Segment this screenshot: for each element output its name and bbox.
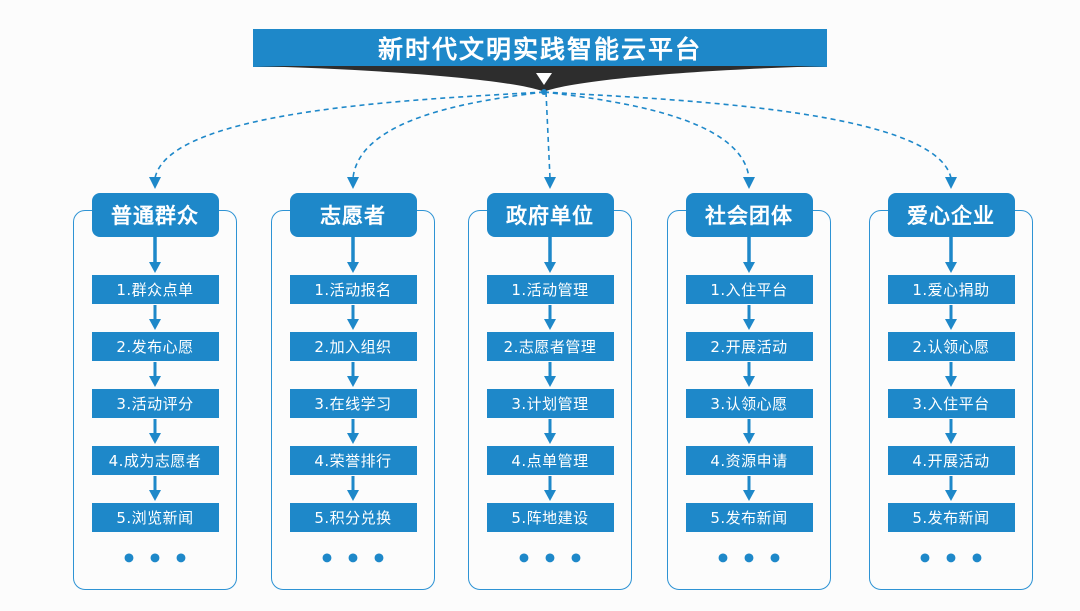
- column-social-organizations: 社会团体 1.入住平台 2.开展活动 3.认领心愿 4.资源申请 5.发布新闻 …: [667, 193, 831, 590]
- column-header: 社会团体: [685, 193, 813, 237]
- step-box: 5.积分兑换: [289, 503, 417, 532]
- connector-arrowhead-3: [544, 177, 556, 189]
- down-arrow-icon: [945, 419, 957, 444]
- platform-title: 新时代文明实践智能云平台: [377, 35, 702, 64]
- connector-arrowhead-4: [743, 177, 755, 189]
- step-box: 5.浏览新闻: [91, 503, 219, 532]
- more-steps-ellipsis: •••: [319, 544, 397, 573]
- down-arrow-icon: [544, 476, 556, 501]
- down-arrow-icon: [149, 476, 161, 501]
- step-box: 4.荣誉排行: [289, 446, 417, 475]
- step-box: 2.开展活动: [685, 332, 813, 361]
- down-arrow-icon: [945, 362, 957, 387]
- step-box: 2.志愿者管理: [486, 332, 614, 361]
- down-arrow-icon: [347, 237, 359, 273]
- column-header: 爱心企业: [887, 193, 1015, 237]
- down-arrow-icon: [149, 305, 161, 330]
- platform-title-banner: 新时代文明实践智能云平台: [253, 29, 827, 67]
- step-box: 4.点单管理: [486, 446, 614, 475]
- column-header: 普通群众: [91, 193, 219, 237]
- step-box: 2.发布心愿: [91, 332, 219, 361]
- step-box: 4.成为志愿者: [91, 446, 219, 475]
- down-arrow-icon: [544, 237, 556, 273]
- step-box: 1.群众点单: [91, 275, 219, 304]
- step-box: 4.开展活动: [887, 446, 1015, 475]
- step-box: 1.入住平台: [685, 275, 813, 304]
- column-header: 志愿者: [289, 193, 417, 237]
- down-arrow-icon: [743, 476, 755, 501]
- more-steps-ellipsis: •••: [121, 544, 199, 573]
- step-box: 3.认领心愿: [685, 389, 813, 418]
- step-box: 5.阵地建设: [486, 503, 614, 532]
- down-arrow-icon: [945, 237, 957, 273]
- step-box: 2.加入组织: [289, 332, 417, 361]
- connector-hub: [541, 89, 547, 95]
- connector-arrowhead-2: [347, 177, 359, 189]
- down-arrow-icon: [347, 362, 359, 387]
- down-arrow-icon: [544, 305, 556, 330]
- down-arrow-icon: [347, 419, 359, 444]
- funnel-down-arrow-icon: [536, 73, 552, 85]
- connector-line-2: [352, 91, 545, 179]
- column-ordinary-public: 普通群众 1.群众点单 2.发布心愿 3.活动评分 4.成为志愿者 5.浏览新闻…: [73, 193, 237, 590]
- funnel-shape: [253, 66, 827, 94]
- down-arrow-icon: [544, 362, 556, 387]
- down-arrow-icon: [544, 419, 556, 444]
- down-arrow-icon: [743, 305, 755, 330]
- step-box: 1.爱心捐助: [887, 275, 1015, 304]
- down-arrow-icon: [743, 237, 755, 273]
- step-box: 3.活动评分: [91, 389, 219, 418]
- column-government-units: 政府单位 1.活动管理 2.志愿者管理 3.计划管理 4.点单管理 5.阵地建设…: [468, 193, 632, 590]
- column-caring-enterprises: 爱心企业 1.爱心捐助 2.认领心愿 3.入住平台 4.开展活动 5.发布新闻 …: [869, 193, 1033, 590]
- step-box: 3.计划管理: [486, 389, 614, 418]
- connector-line-4: [543, 91, 750, 179]
- step-box: 4.资源申请: [685, 446, 813, 475]
- step-box: 1.活动管理: [486, 275, 614, 304]
- down-arrow-icon: [945, 305, 957, 330]
- more-steps-ellipsis: •••: [516, 544, 594, 573]
- down-arrow-icon: [149, 419, 161, 444]
- step-box: 2.认领心愿: [887, 332, 1015, 361]
- step-box: 5.发布新闻: [685, 503, 813, 532]
- connector-arrowhead-1: [149, 177, 161, 189]
- step-box: 3.在线学习: [289, 389, 417, 418]
- connector-arrowhead-5: [945, 177, 957, 189]
- more-steps-ellipsis: •••: [715, 544, 793, 573]
- down-arrow-icon: [347, 476, 359, 501]
- more-steps-ellipsis: •••: [917, 544, 995, 573]
- down-arrow-icon: [945, 476, 957, 501]
- step-box: 3.入住平台: [887, 389, 1015, 418]
- connector-line-1: [154, 91, 545, 179]
- connector-line-5: [543, 91, 952, 179]
- step-box: 1.活动报名: [289, 275, 417, 304]
- down-arrow-icon: [743, 419, 755, 444]
- column-header: 政府单位: [486, 193, 614, 237]
- step-box: 5.发布新闻: [887, 503, 1015, 532]
- connector-line-3: [545, 91, 551, 179]
- down-arrow-icon: [743, 362, 755, 387]
- down-arrow-icon: [149, 362, 161, 387]
- column-volunteers: 志愿者 1.活动报名 2.加入组织 3.在线学习 4.荣誉排行 5.积分兑换 •…: [271, 193, 435, 590]
- down-arrow-icon: [347, 305, 359, 330]
- down-arrow-icon: [149, 237, 161, 273]
